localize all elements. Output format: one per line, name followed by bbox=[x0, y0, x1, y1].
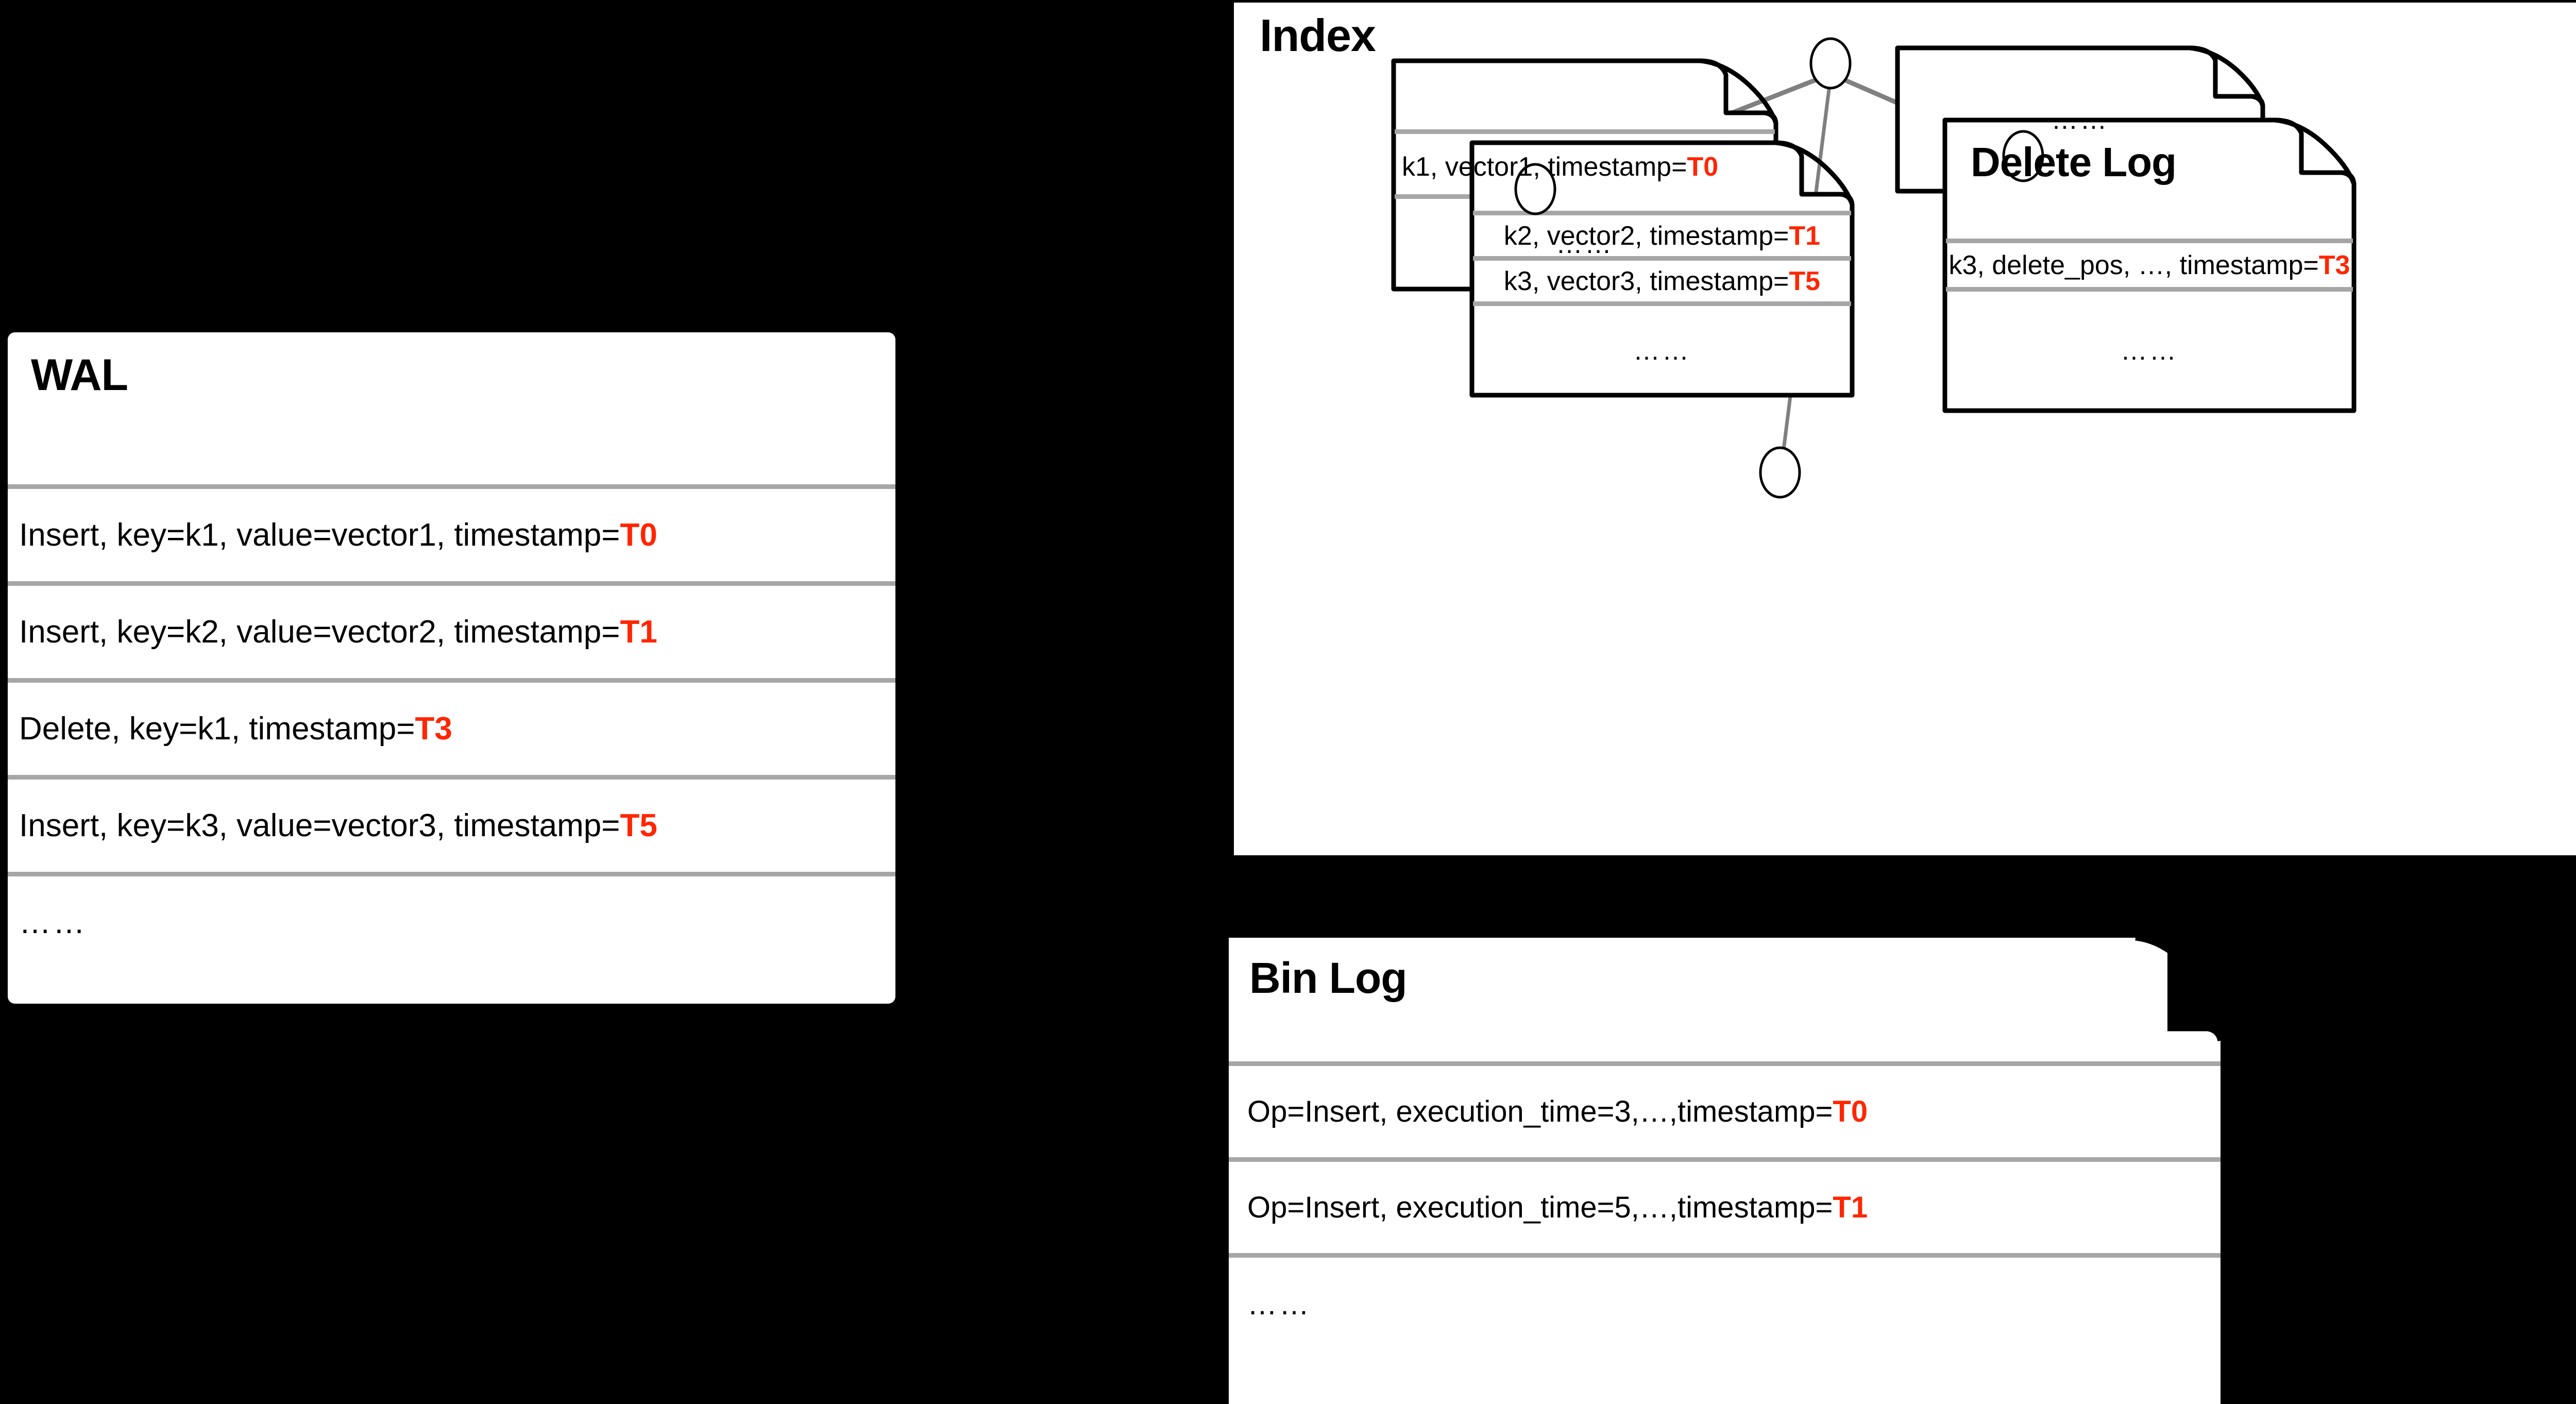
timestamp-value: T3 bbox=[415, 711, 452, 747]
timestamp-value: T5 bbox=[1789, 266, 1821, 296]
index-title: Index bbox=[1260, 10, 1376, 61]
tree-bottom-node bbox=[1759, 446, 1801, 499]
delete-log-row: k3, delete_pos, …, timestamp=T3 bbox=[1946, 243, 2353, 287]
delete-log-title: Delete Log bbox=[1971, 139, 2177, 185]
delete-log-ellipsis: …… bbox=[2121, 336, 2178, 366]
index-leaf-dots-row: …… bbox=[1899, 50, 2262, 190]
timestamp-value: T1 bbox=[620, 614, 657, 650]
timestamp-value: T1 bbox=[1789, 221, 1821, 251]
tree-root-node bbox=[1809, 37, 1852, 90]
index-leaf-k2-ellipsis-row: …… bbox=[1473, 306, 1851, 395]
bin-log-title: Bin Log bbox=[1249, 954, 1408, 1002]
wal-row: Delete, key=k1, timestamp=T3 bbox=[8, 678, 895, 775]
index-leaf-k1-row-text: k1, vector1, timestamp=T0 bbox=[1402, 151, 1719, 182]
timestamp-value: T1 bbox=[1833, 1191, 1868, 1224]
bin-log-row-text: Op=Insert, execution_time=3,…,timestamp=… bbox=[1247, 1095, 1868, 1128]
wal-row: …… bbox=[8, 872, 895, 969]
index-leaf-k3-row: k3, vector3, timestamp=T5 bbox=[1473, 261, 1851, 301]
bin-log-row: Op=Insert, execution_time=3,…,timestamp=… bbox=[1247, 1066, 2206, 1157]
bin-log-panel: Bin Log Op=Insert, execution_time=3,…,ti… bbox=[1229, 938, 2221, 1404]
index-leaf-k2-row-text: k2, vector2, timestamp=T1 bbox=[1503, 221, 1821, 251]
index-leaf-k1-ellipsis: …… bbox=[1556, 229, 1614, 259]
wal-row-text: Insert, key=k2, value=vector2, timestamp… bbox=[19, 614, 657, 650]
wal-row: Insert, key=k1, value=vector1, timestamp… bbox=[8, 484, 895, 581]
wal-row-ellipsis: …… bbox=[19, 905, 87, 940]
wal-row-text: Insert, key=k3, value=vector3, timestamp… bbox=[19, 808, 657, 843]
wal-panel: WAL Insert, key=k1, value=vector1, times… bbox=[8, 332, 895, 1004]
index-leaf-k1-row: k1, vector1, timestamp=T0 bbox=[1395, 139, 1775, 194]
wal-row: Insert, key=k3, value=vector3, timestamp… bbox=[8, 775, 895, 872]
bin-log-ellipsis: …… bbox=[1247, 1287, 1311, 1321]
wal-row-list: Insert, key=k1, value=vector1, timestamp… bbox=[8, 484, 895, 969]
bin-log-row: Op=Insert, execution_time=5,…,timestamp=… bbox=[1247, 1162, 2206, 1253]
bin-log-row-text: Op=Insert, execution_time=5,…,timestamp=… bbox=[1247, 1191, 1868, 1224]
wal-row: Insert, key=k2, value=vector2, timestamp… bbox=[8, 581, 895, 678]
timestamp-value: T0 bbox=[620, 517, 657, 553]
timestamp-value: T5 bbox=[620, 808, 657, 843]
timestamp-value: T3 bbox=[2318, 250, 2350, 280]
delete-log-row-text: k3, delete_pos, …, timestamp=T3 bbox=[1948, 250, 2350, 280]
index-leaf-k1-ellipsis-row: …… bbox=[1395, 199, 1775, 289]
index-leaf-dots-ellipsis: …… bbox=[2051, 105, 2109, 135]
index-leaf-k2-ellipsis: …… bbox=[1633, 335, 1691, 366]
timestamp-value: T0 bbox=[1833, 1095, 1868, 1128]
wal-row-text: Insert, key=k1, value=vector1, timestamp… bbox=[19, 517, 657, 553]
wal-row-text: Delete, key=k1, timestamp=T3 bbox=[19, 711, 452, 747]
index-leaf-k3-row-text: k3, vector3, timestamp=T5 bbox=[1503, 266, 1821, 296]
delete-log-ellipsis-row: …… bbox=[1946, 292, 2353, 410]
wal-title: WAL bbox=[31, 350, 128, 400]
timestamp-value: T0 bbox=[1687, 151, 1719, 182]
index-leaf-k2-row: k2, vector2, timestamp=T1 bbox=[1473, 215, 1851, 256]
bin-log-shape bbox=[1229, 938, 2221, 1404]
bin-log-ellipsis-row: …… bbox=[1247, 1258, 2206, 1350]
index-panel: Index bbox=[1234, 3, 2576, 855]
